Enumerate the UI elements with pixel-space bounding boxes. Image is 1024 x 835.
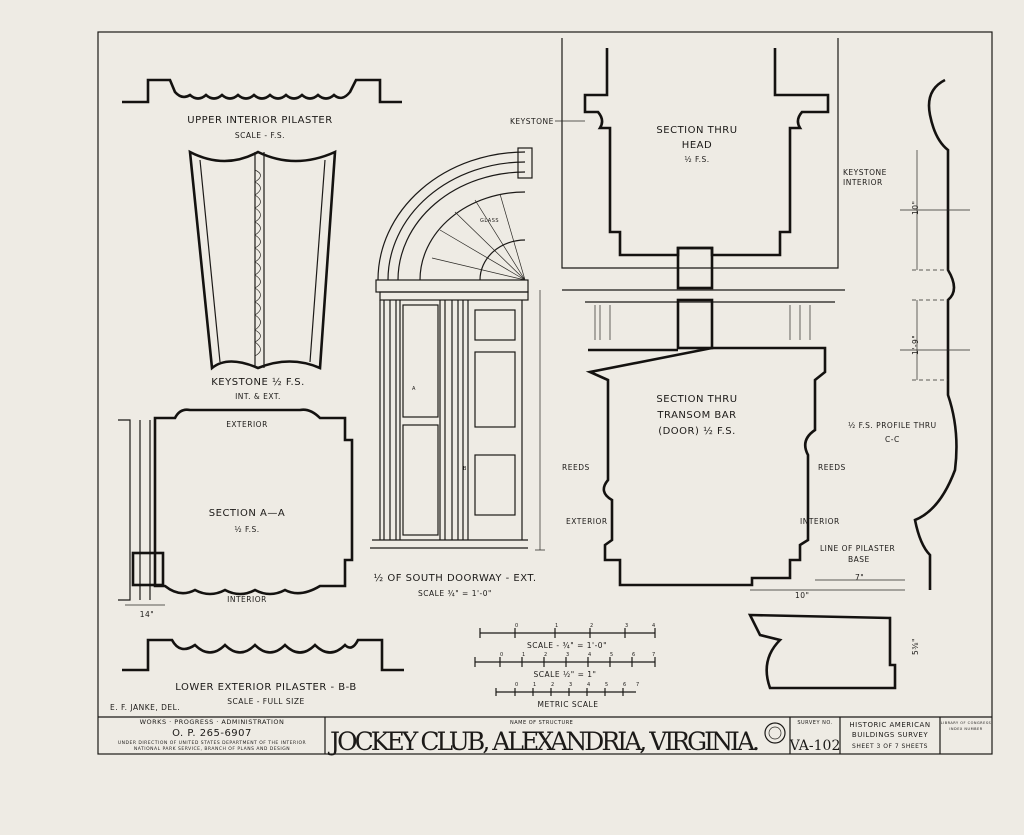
south-doorway-elevation: GLASS A B ½ OF SOUTH DOORWAY - EXT. SCAL… [370, 147, 545, 598]
section-aa-interior-label: INTERIOR [227, 595, 267, 604]
survey-number-label: SURVEY NO. [797, 720, 832, 726]
scale1-tick: 3 [625, 623, 629, 629]
scale2-tick: 6 [632, 652, 636, 658]
lower-pilaster-scale: SCALE - FULL SIZE [227, 697, 304, 706]
lower-pilaster-title: LOWER EXTERIOR PILASTER - B-B [175, 682, 357, 693]
scale1-tick: 1 [555, 623, 559, 629]
profile-dimension-top: 10" [911, 201, 920, 216]
section-mark-b: B [463, 466, 467, 472]
transom-exterior-label: EXTERIOR [566, 517, 608, 526]
delineator-credit: E. F. JANKE, DEL. [110, 703, 180, 712]
wpa-project-number: O. P. 265-6907 [172, 728, 252, 739]
wpa-branch: NATIONAL PARK SERVICE, BRANCH OF PLANS A… [134, 746, 290, 752]
scale2-tick: 2 [544, 652, 548, 658]
scale1-label: SCALE - ¾" = 1'-0" [527, 641, 607, 650]
scale3-tick: 4 [587, 682, 591, 688]
section-aa-title: SECTION A—A [209, 508, 285, 519]
habs-label-2: BUILDINGS SURVEY [852, 731, 928, 739]
scale2-tick: 4 [588, 652, 592, 658]
section-mark-a: A [412, 386, 416, 392]
scale1-tick: 4 [652, 623, 656, 629]
habs-label: HISTORIC AMERICAN [849, 721, 930, 729]
doorway-title: ½ OF SOUTH DOORWAY - EXT. [373, 572, 536, 584]
upper-pilaster-scale: SCALE - F.S. [235, 131, 285, 140]
upper-interior-pilaster: UPPER INTERIOR PILASTER SCALE - F.S. [122, 78, 402, 140]
scale3-tick: 0 [515, 682, 519, 688]
head-section-subtitle: HEAD [682, 140, 712, 151]
glass-label: GLASS [480, 218, 499, 224]
transom-section-subtitle: TRANSOM BAR [656, 410, 736, 421]
title-block: WORKS · PROGRESS · ADMINISTRATION O. P. … [98, 716, 992, 756]
scale2-tick: 5 [610, 652, 614, 658]
scale2-tick: 3 [566, 652, 570, 658]
section-aa-scale: ½ F.S. [234, 525, 259, 534]
scale3-label: METRIC SCALE [538, 700, 599, 709]
section-aa-dimension: 14" [140, 610, 155, 619]
profile-c-c: 10" 1'-9" ½ F.S. PROFILE THRU C-C LINE O… [747, 78, 970, 690]
transom-section-title: SECTION THRU [656, 394, 737, 405]
keystone-callout: KEYSTONE [510, 117, 554, 126]
pilaster-base-label: LINE OF PILASTER [820, 544, 895, 553]
structure-name-label: NAME OF STRUCTURE [510, 720, 573, 726]
scale3-tick: 5 [605, 682, 609, 688]
head-section-scale: ½ F.S. [684, 155, 709, 164]
keystone-subtitle: INT. & EXT. [235, 392, 281, 401]
graphic-scales: 0 1 2 3 4 SCALE - ¾" = 1'-0" 0 1 2 3 4 5… [474, 623, 656, 709]
transom-section-scale: (DOOR) ½ F.S. [658, 425, 736, 437]
profile-dimension-mid: 1'-9" [911, 335, 920, 355]
section-aa-exterior-label: EXTERIOR [226, 420, 268, 429]
scale3-tick: 7 [636, 682, 640, 688]
profile-subtitle: C-C [885, 435, 900, 444]
loc-label: LIBRARY OF CONGRESS [941, 721, 992, 725]
transom-interior-label: INTERIOR [800, 517, 840, 526]
scale3-tick: 1 [533, 682, 537, 688]
keystone-interior-label: KEYSTONE [843, 168, 887, 177]
scale2-tick: 1 [522, 652, 526, 658]
wpa-label: WORKS · PROGRESS · ADMINISTRATION [140, 718, 285, 726]
section-a-a: EXTERIOR SECTION A—A ½ F.S. INTERIOR 14" [118, 408, 354, 619]
keystone-title: KEYSTONE ½ F.S. [211, 376, 305, 388]
scale3-tick: 6 [623, 682, 627, 688]
doorway-scale: SCALE ¾" = 1'-0" [418, 589, 492, 598]
scale3-tick: 3 [569, 682, 573, 688]
section-thru-head: KEYSTONE SECTION THRU HEAD ½ F.S. KEYSTO… [510, 38, 887, 290]
keystone-interior-label-2: INTERIOR [843, 178, 883, 187]
lower-exterior-pilaster: LOWER EXTERIOR PILASTER - B-B SCALE - FU… [122, 638, 404, 706]
scale2-label: SCALE ½" = 1" [534, 670, 597, 679]
reeds-right-label: REEDS [818, 463, 846, 472]
scale1-tick: 0 [515, 623, 519, 629]
survey-number: VA-102 [789, 738, 841, 754]
seal-icon [764, 722, 786, 744]
profile-dimension-7: 7" [855, 573, 864, 582]
scale2-tick: 0 [500, 652, 504, 658]
wpa-direction: UNDER DIRECTION OF UNITED STATES DEPARTM… [118, 740, 306, 746]
sheet-number: SHEET 3 OF 7 SHEETS [852, 743, 928, 750]
keystone-drawing: KEYSTONE ½ F.S. INT. & EXT. [188, 149, 337, 401]
reeds-left-label: REEDS [562, 463, 590, 472]
profile-title: ½ F.S. PROFILE THRU [848, 421, 937, 430]
structure-name: JOCKEY CLUB, ALEXANDRIA, VIRGINIA. [327, 727, 760, 756]
profile-dimension-side: 5⅜" [911, 638, 920, 655]
scale2-tick: 7 [652, 652, 656, 658]
pilaster-base-label-2: BASE [848, 555, 870, 564]
section-thru-transom-bar: SECTION THRU TRANSOM BAR (DOOR) ½ F.S. R… [562, 289, 846, 587]
scale1-tick: 2 [590, 623, 594, 629]
profile-dimension-10: 10" [795, 591, 810, 600]
scale3-tick: 2 [551, 682, 555, 688]
loc-index-label: INDEX NUMBER [949, 727, 982, 731]
head-section-title: SECTION THRU [656, 125, 737, 136]
upper-pilaster-title: UPPER INTERIOR PILASTER [187, 115, 332, 126]
sheet-border [97, 31, 993, 755]
